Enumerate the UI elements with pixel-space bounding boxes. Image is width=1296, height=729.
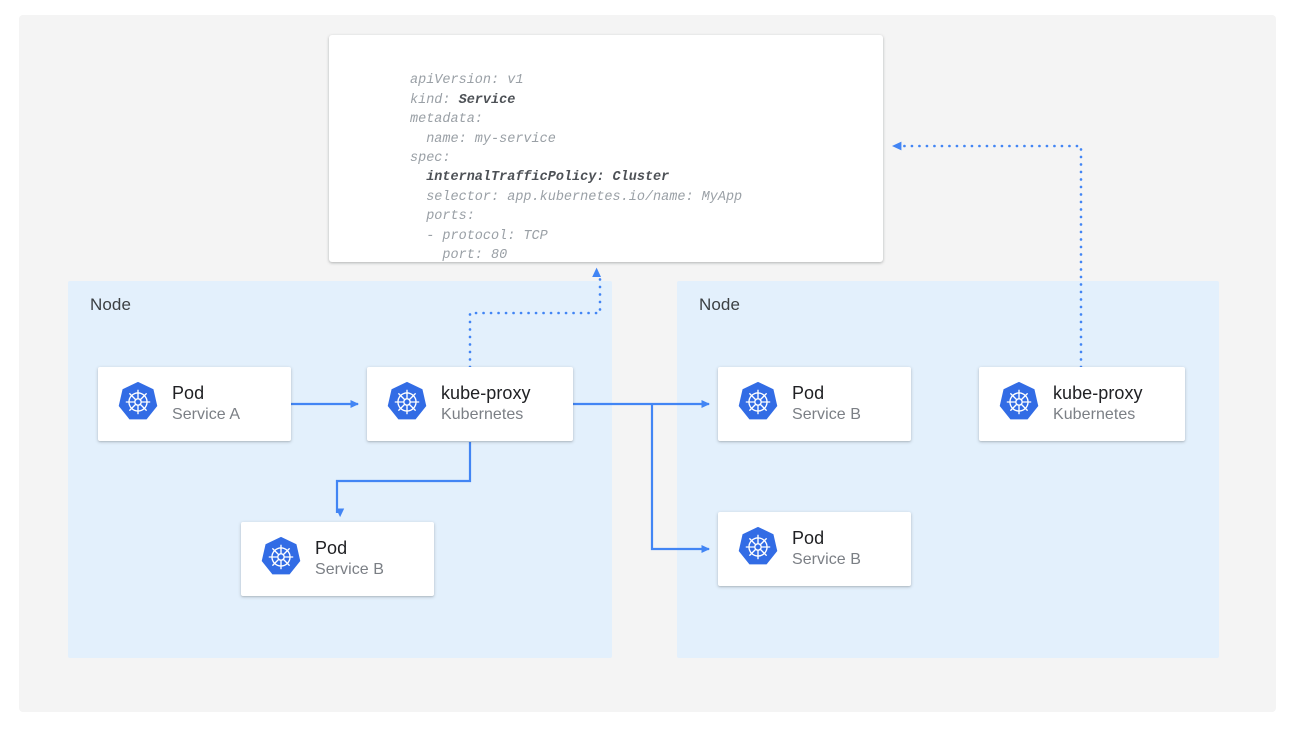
card-text: Pod Service B (792, 528, 861, 570)
card-pod-service-b-left[interactable]: Pod Service B (241, 522, 434, 596)
card-subtitle: Service B (792, 551, 861, 569)
card-kube-proxy-right[interactable]: kube-proxy Kubernetes (979, 367, 1185, 441)
yaml-line: selector: app.kubernetes.io/name: MyApp (410, 189, 743, 205)
yaml-line: name: my-service (410, 131, 556, 147)
yaml-line-internal-traffic-policy: internalTrafficPolicy: Cluster (410, 170, 670, 186)
kubernetes-icon (116, 380, 160, 429)
yaml-line: apiVersion: v1 (410, 73, 524, 89)
card-subtitle: Service B (792, 406, 861, 424)
node-label-left: Node (90, 295, 132, 314)
card-text: Pod Service B (315, 538, 384, 580)
card-subtitle: Service A (172, 406, 241, 424)
card-subtitle: Service B (315, 561, 384, 579)
yaml-line: port: 80 (410, 248, 508, 262)
yaml-value-service: Service (458, 92, 516, 108)
kubernetes-icon (997, 380, 1041, 429)
node-region-left: Node (68, 281, 612, 658)
card-text: Pod Service A (172, 383, 240, 425)
yaml-line: spec: (410, 151, 451, 167)
card-title: Pod (315, 537, 348, 558)
card-title: Pod (792, 382, 825, 403)
node-label-right: Node (699, 295, 741, 314)
card-title: Pod (172, 382, 205, 403)
yaml-line: ports: (410, 209, 475, 225)
card-text: Pod Service B (792, 383, 861, 425)
yaml-line: - protocol: TCP (410, 228, 548, 244)
kubernetes-icon (385, 380, 429, 429)
card-subtitle: Kubernetes (1053, 406, 1136, 424)
kubernetes-icon (259, 535, 303, 584)
kubernetes-icon (736, 380, 780, 429)
card-pod-service-a[interactable]: Pod Service A (98, 367, 291, 441)
card-title: kube-proxy (1053, 382, 1143, 403)
yaml-body: apiVersion: v1 kind: Service metadata: nam… (410, 52, 742, 262)
card-pod-service-b-top[interactable]: Pod Service B (718, 367, 911, 441)
card-title: kube-proxy (441, 382, 531, 403)
kubernetes-icon (736, 525, 780, 574)
node-region-right: Node (677, 281, 1219, 658)
card-subtitle: Kubernetes (441, 406, 524, 424)
card-text: kube-proxy Kubernetes (441, 383, 531, 425)
card-kube-proxy-left[interactable]: kube-proxy Kubernetes (367, 367, 573, 441)
card-pod-service-b-bottom[interactable]: Pod Service B (718, 512, 911, 586)
card-title: Pod (792, 527, 825, 548)
yaml-line: metadata: (410, 112, 483, 128)
service-yaml-manifest: apiVersion: v1 kind: Service metadata: nam… (329, 35, 883, 262)
yaml-line: kind: Service (410, 92, 516, 108)
card-text: kube-proxy Kubernetes (1053, 383, 1143, 425)
